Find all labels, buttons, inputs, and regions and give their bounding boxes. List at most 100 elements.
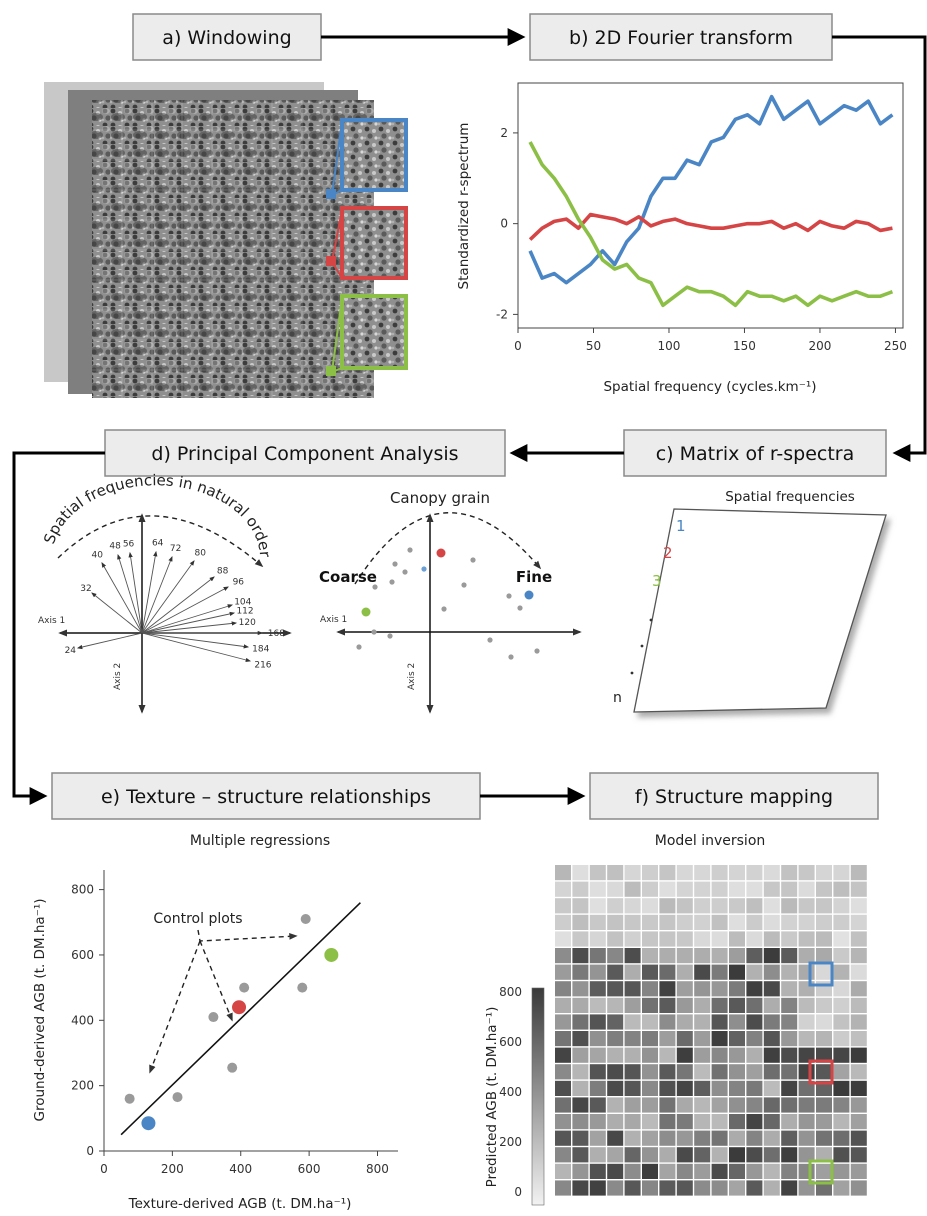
map-cell (833, 1031, 850, 1047)
pca-left-axis2-label: Axis 2 (113, 663, 123, 690)
pca-vector (91, 592, 143, 634)
map-cell (763, 1097, 780, 1113)
map-cell (816, 948, 832, 964)
map-cell (624, 881, 641, 897)
step-box-a: a) Windowing (132, 13, 322, 61)
satellite-image (92, 100, 374, 398)
map-cell (763, 914, 780, 930)
map-cell (850, 1114, 867, 1130)
map-cell (676, 1080, 693, 1096)
map-cell (729, 1147, 745, 1163)
map-cell (711, 1163, 728, 1179)
map-cell (711, 964, 728, 980)
pca-score-point (534, 648, 540, 654)
map-red-window (808, 1059, 834, 1085)
regression-point (141, 1116, 156, 1131)
map-cell (555, 1130, 571, 1146)
map-cell (676, 1163, 693, 1179)
map-cell (711, 981, 728, 997)
map-cell (589, 881, 606, 897)
map-cell (642, 1097, 658, 1113)
matrix-title: Spatial frequencies (725, 489, 855, 505)
map-cell (642, 931, 658, 947)
map-cell (659, 931, 676, 947)
map-cell (711, 1014, 728, 1030)
map-cell (642, 948, 658, 964)
map-cell (572, 1080, 589, 1096)
control-plots-label: Control plots (153, 911, 242, 927)
map-cell (746, 865, 763, 881)
map-cell (763, 1163, 780, 1179)
step-label-b: b) 2D Fourier transform (569, 27, 793, 49)
map-cell (572, 1180, 589, 1196)
map-cell (694, 1114, 711, 1130)
map-cell (816, 964, 832, 980)
map-cell (850, 1014, 867, 1030)
spectrum-y-tick: -2 (496, 307, 508, 321)
regression-title: Multiple regressions (190, 833, 330, 849)
map-cell (763, 1080, 780, 1096)
map-cell (746, 881, 763, 897)
agb-map-grid (555, 865, 867, 1196)
map-cell (798, 1014, 815, 1030)
pca-score-point (402, 569, 408, 575)
map-cell (798, 1047, 815, 1063)
map-cell (711, 997, 728, 1013)
step-label-d: d) Principal Component Analysis (151, 443, 458, 465)
map-cell (676, 914, 693, 930)
map-cell (833, 997, 850, 1013)
map-cell (781, 1064, 798, 1080)
map-cell (763, 881, 780, 897)
regression-x-tick: 0 (100, 1162, 108, 1176)
map-cell (589, 1097, 606, 1113)
spectrum-x-tick: 250 (884, 339, 907, 353)
spectrum-x-tick: 0 (514, 339, 522, 353)
map-cell (642, 881, 658, 897)
map-cell (816, 997, 832, 1013)
map-cell (816, 1080, 832, 1096)
map-cell (746, 1097, 763, 1113)
regression-x-tick: 400 (229, 1162, 252, 1176)
map-cell (850, 1097, 867, 1113)
pca-score-point (441, 606, 447, 612)
map-cell (694, 914, 711, 930)
map-cell (694, 1097, 711, 1113)
map-cell (711, 1147, 728, 1163)
map-cell (833, 931, 850, 947)
pca-score-point (506, 593, 512, 599)
map-cell (816, 1064, 832, 1080)
regression-point (172, 1092, 183, 1103)
map-cell (572, 1163, 589, 1179)
regression-y-tick: 400 (71, 1013, 94, 1027)
map-cell (572, 1147, 589, 1163)
pca-right-axis1-label: Axis 1 (320, 615, 347, 625)
map-cell (624, 981, 641, 997)
map-cell (624, 1064, 641, 1080)
map-cell (676, 964, 693, 980)
map-cell (729, 964, 745, 980)
map-cell (694, 1080, 711, 1096)
regression-point (124, 1093, 135, 1104)
map-cell (589, 948, 606, 964)
map-cell (694, 1064, 711, 1080)
matrix-row-1: 1 (676, 517, 686, 535)
spectrum-series-red (528, 212, 893, 241)
pca-right-dashed-arc (354, 512, 542, 585)
pca-vector-label: 40 (91, 551, 103, 561)
map-cell (816, 898, 832, 914)
arrow-d-to-e (12, 451, 105, 805)
pca-right-panel: Canopy grain Coarse Fine Axis 1 Axis 2 (319, 489, 582, 714)
map-cell (816, 865, 832, 881)
regression-y-tick: 200 (71, 1079, 94, 1093)
map-cell (572, 1031, 589, 1047)
map-cell (624, 948, 641, 964)
map-cell (607, 1147, 624, 1163)
pca-vector (141, 550, 158, 634)
spectrum-series (528, 94, 894, 308)
map-cell (607, 898, 624, 914)
pca-fine-label: Fine (516, 568, 552, 586)
map-cell (729, 997, 745, 1013)
map-cell (798, 1147, 815, 1163)
